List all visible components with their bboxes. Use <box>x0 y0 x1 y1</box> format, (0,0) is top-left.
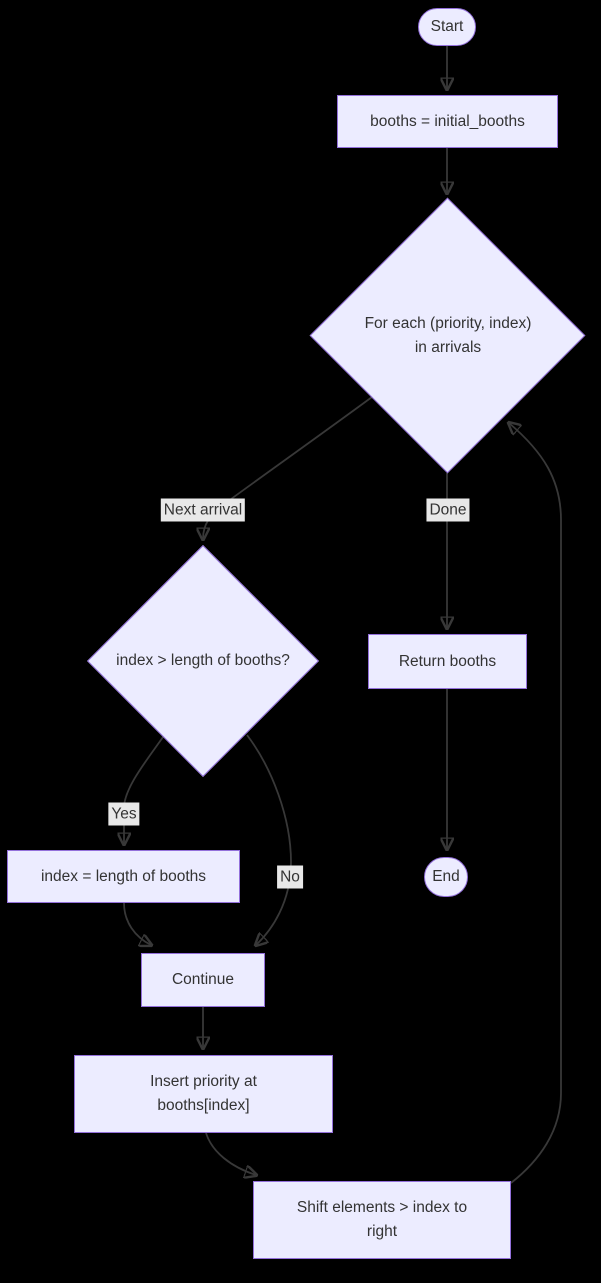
node-index-check-decision-label: index > length of booths? <box>116 652 290 669</box>
edge-check-to-continue <box>246 734 292 945</box>
node-continue-label: Continue <box>171 971 235 988</box>
node-start: Start <box>418 8 476 46</box>
edge-label-done: Done <box>426 498 470 522</box>
node-return-booths: Return booths <box>368 634 527 689</box>
node-set-index: index = length of booths <box>7 850 240 903</box>
edge-shift-loopback-to-foreach <box>509 423 562 1184</box>
node-foreach-decision-label: For each (priority, index) in arrivals <box>364 315 532 356</box>
node-shift-elements-line1: Shift elements > index to <box>296 1199 468 1216</box>
node-end: End <box>424 857 468 897</box>
edge-check-to-setindex <box>124 736 164 844</box>
node-end-label: End <box>432 868 460 885</box>
node-start-label: Start <box>430 18 464 35</box>
node-continue: Continue <box>141 953 265 1007</box>
edge-label-next-arrival: Next arrival <box>160 498 246 522</box>
edge-setindex-to-continue <box>123 902 151 945</box>
node-init-booths: booths = initial_booths <box>337 95 558 148</box>
edge-label-no: No <box>277 865 303 889</box>
node-shift-elements-line2: right <box>366 1223 398 1240</box>
node-init-booths-label: booths = initial_booths <box>370 112 525 130</box>
node-set-index-label: index = length of booths <box>40 867 207 885</box>
node-insert-priority-line1: Insert priority at <box>150 1073 257 1090</box>
node-shift-elements: Shift elements > index to right <box>253 1181 511 1259</box>
edge-insert-to-shift <box>205 1132 256 1175</box>
node-insert-priority: Insert priority at booths[index] <box>74 1055 333 1133</box>
node-return-booths-label: Return booths <box>398 652 497 670</box>
edge-label-yes: Yes <box>108 802 140 826</box>
edge-foreach-to-check <box>203 396 373 539</box>
node-insert-priority-line2: booths[index] <box>157 1097 250 1114</box>
